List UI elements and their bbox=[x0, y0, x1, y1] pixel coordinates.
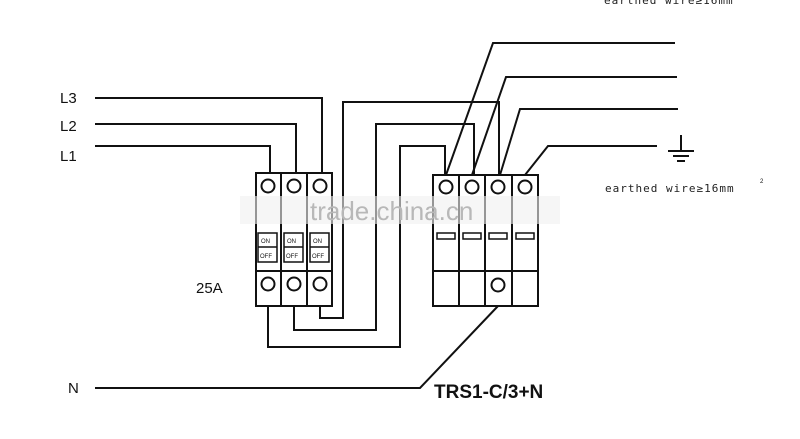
switch-pole-1: ON OFF bbox=[257, 232, 278, 263]
svg-text:ON: ON bbox=[287, 239, 296, 245]
earth-note-top-cropped: earthed wire≥16mm bbox=[604, 0, 734, 7]
svg-text:ON: ON bbox=[261, 239, 270, 245]
label-n: N bbox=[68, 380, 79, 397]
svg-text:OFF: OFF bbox=[286, 254, 298, 260]
ground-icon bbox=[668, 135, 694, 162]
svg-text:OFF: OFF bbox=[260, 254, 272, 260]
label-l3: L3 bbox=[60, 90, 77, 107]
switch-pole-2: ON OFF bbox=[283, 232, 304, 263]
switch-pole-3: ON OFF bbox=[309, 232, 330, 263]
wire-l2 bbox=[95, 123, 297, 173]
label-l1: L1 bbox=[60, 148, 77, 165]
earth-note-superscript: 2 bbox=[760, 179, 764, 185]
spd-outgoing-wires bbox=[445, 42, 678, 176]
svg-text:ON: ON bbox=[313, 239, 322, 245]
wire-n bbox=[95, 305, 499, 389]
label-l2: L2 bbox=[60, 118, 77, 135]
device-model: TRS1-C/3+N bbox=[434, 382, 543, 403]
wire-l3 bbox=[95, 97, 323, 173]
earth-note: earthed wire≥16mm bbox=[605, 182, 735, 195]
surge-protective-device bbox=[432, 174, 539, 307]
svg-text:OFF: OFF bbox=[312, 254, 324, 260]
incoming-wires bbox=[95, 97, 499, 389]
circuit-breaker: ON OFF ON OFF ON OFF bbox=[255, 172, 333, 307]
watermark: trade.china.cn bbox=[310, 196, 473, 226]
watermark-band bbox=[240, 196, 560, 224]
wire-l1 bbox=[95, 145, 271, 173]
breaker-rating: 25A bbox=[196, 280, 223, 297]
